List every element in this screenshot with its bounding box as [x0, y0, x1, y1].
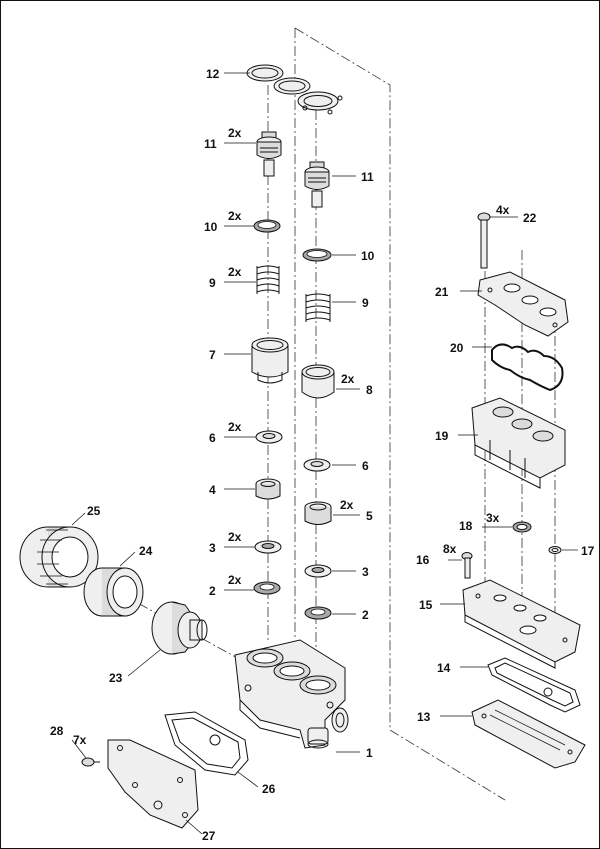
part-28-screw	[81, 757, 100, 767]
part-21-plate	[477, 271, 569, 337]
part-3-seal-left	[254, 540, 282, 554]
callout-15-num: 15	[419, 598, 433, 612]
part-8-sleeve	[301, 364, 335, 399]
callout-14-num: 14	[437, 661, 451, 675]
callout-28-num: 28	[50, 724, 64, 738]
callout-16-num: 16	[416, 553, 430, 567]
callout-8-num: 8	[366, 383, 373, 397]
part-2-seal-right	[304, 606, 332, 620]
part-16-screw	[461, 552, 473, 579]
part-25-gear-ring	[19, 526, 99, 588]
callout-8-qty: 2x	[341, 372, 355, 386]
callout-10b-num: 10	[361, 249, 375, 263]
callout-19-num: 19	[435, 429, 449, 443]
callout-20-num: 20	[450, 341, 464, 355]
part-22-bolt	[477, 212, 491, 269]
callout-11b-num: 11	[361, 170, 374, 184]
callout-11a-qty: 2x	[228, 126, 242, 140]
callout-9a-qty: 2x	[228, 265, 242, 279]
callout-18-num: 18	[459, 519, 473, 533]
callout-23-num: 23	[109, 671, 123, 685]
callout-2b-num: 2	[362, 608, 369, 622]
callout-13-num: 13	[417, 710, 431, 724]
callout-22-num: 22	[523, 211, 537, 225]
callout-5-qty: 2x	[340, 498, 354, 512]
part-24-drum	[83, 567, 144, 617]
callout-9b-num: 9	[362, 296, 369, 310]
part-18-oring	[512, 521, 532, 533]
part-9-spring-left	[256, 265, 280, 294]
part-10-oring-right	[302, 248, 332, 262]
part-19-manifold	[471, 397, 566, 489]
callout-10a-num: 10	[204, 220, 218, 234]
part-6-washer-left	[255, 430, 283, 444]
part-13-plate	[471, 699, 586, 769]
callout-6b-num: 6	[362, 459, 369, 473]
callout-3a-qty: 2x	[228, 530, 242, 544]
part-1-pump-housing	[234, 639, 349, 749]
callout-7-num: 7	[209, 348, 216, 362]
part-11-valve-right	[304, 161, 330, 208]
callout-24-num: 24	[139, 544, 153, 558]
callout-5-num: 5	[366, 509, 373, 523]
part-20-gasket	[491, 343, 564, 392]
callout-labels: 12 2x 11 11 2x 10 10 2x 9 9 7 2x 8 2x 6 …	[50, 67, 595, 843]
part-26-gasket	[164, 711, 249, 776]
part-6-washer-right	[303, 458, 331, 472]
part-17-oring	[548, 546, 562, 554]
part-10-oring-left	[253, 219, 281, 233]
callout-3a-num: 3	[209, 541, 216, 555]
callout-11a-num: 11	[204, 137, 217, 151]
part-23-hub	[151, 601, 208, 655]
callout-17-num: 17	[581, 544, 595, 558]
callout-16-qty: 8x	[443, 542, 457, 556]
leader-lines	[71, 72, 578, 835]
callout-2a-qty: 2x	[228, 573, 242, 587]
callout-12-num: 12	[206, 67, 220, 81]
part-4-bearing	[255, 478, 281, 500]
part-9-spring-right	[305, 293, 331, 322]
callout-4-num: 4	[209, 483, 216, 497]
callout-21-num: 21	[435, 285, 449, 299]
callout-9a-num: 9	[209, 276, 216, 290]
callout-26-num: 26	[262, 782, 276, 796]
callout-1-num: 1	[366, 746, 373, 760]
callout-2a-num: 2	[209, 584, 216, 598]
part-3-seal-right	[304, 564, 332, 578]
callout-18-qty: 3x	[486, 511, 500, 525]
part-15-block	[462, 579, 581, 669]
part-27-cover-plate	[107, 739, 199, 829]
callout-25-num: 25	[87, 504, 101, 518]
part-5-bearing	[304, 501, 332, 525]
part-12-gasket	[246, 64, 343, 115]
part-7-sleeve	[251, 337, 289, 384]
callout-6a-num: 6	[209, 431, 216, 445]
callout-10a-qty: 2x	[228, 209, 242, 223]
part-11-valve-left	[256, 131, 282, 177]
part-14-gasket	[487, 657, 581, 713]
callout-28-qty: 7x	[73, 733, 87, 747]
callout-6a-qty: 2x	[228, 420, 242, 434]
callout-22-qty: 4x	[496, 203, 510, 217]
callout-3b-num: 3	[362, 565, 369, 579]
callout-27-num: 27	[202, 829, 216, 843]
part-2-seal-left	[253, 581, 281, 595]
